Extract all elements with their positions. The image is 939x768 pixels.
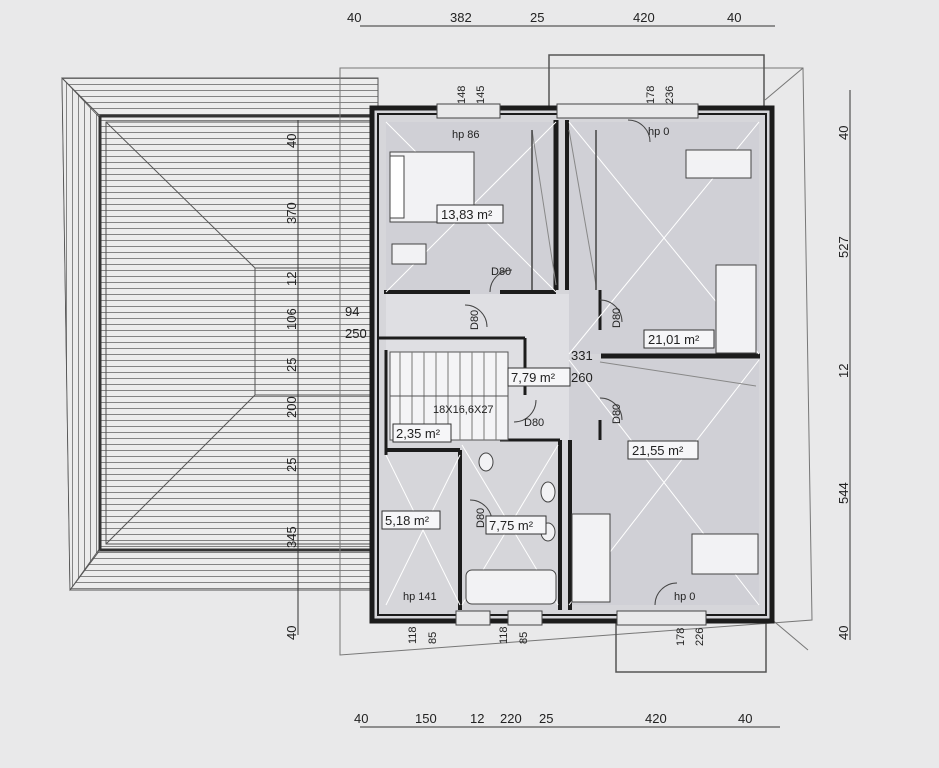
left-dim-3: 12 bbox=[284, 272, 299, 286]
top-dimensions: 40 382 25 420 40 bbox=[347, 10, 741, 25]
room-area: 7,75 m² bbox=[489, 518, 534, 533]
opening-label: hp 86 bbox=[452, 129, 480, 141]
door-label: D80 bbox=[475, 508, 487, 528]
left-dim-6: 200 bbox=[284, 396, 299, 418]
window-dim: 85 bbox=[427, 632, 439, 644]
door-swing bbox=[489, 269, 513, 293]
top-dim-4: 420 bbox=[633, 10, 655, 25]
left-dim-8: 345 bbox=[284, 526, 299, 548]
window-dim: 236 bbox=[664, 86, 676, 104]
left-dim-4: 106 bbox=[284, 308, 299, 330]
wardrobe bbox=[571, 513, 611, 603]
window-dim: 178 bbox=[645, 86, 657, 104]
roof-plan bbox=[61, 76, 379, 592]
right-dimensions: 40 527 12 544 40 bbox=[836, 126, 851, 640]
stair-spec: 18X16,6X27 bbox=[433, 404, 494, 416]
toilet-icon bbox=[478, 452, 494, 472]
desk bbox=[685, 149, 752, 179]
stair-width: 94 bbox=[345, 304, 359, 319]
window-dim: 226 bbox=[694, 628, 706, 646]
room-area: 2,35 m² bbox=[396, 426, 441, 441]
door-label: D80 bbox=[524, 417, 544, 429]
top-dim-5: 40 bbox=[727, 10, 741, 25]
window-dim: 148 bbox=[456, 86, 468, 104]
bathtub bbox=[465, 569, 557, 605]
left-dim-1: 40 bbox=[284, 134, 299, 148]
dimension-lines bbox=[297, 25, 851, 728]
door-swing bbox=[627, 119, 651, 143]
window-dim: 178 bbox=[675, 628, 687, 646]
top-dim-3: 25 bbox=[530, 10, 544, 25]
stair-run: 250 bbox=[345, 326, 367, 341]
left-dim-9: 40 bbox=[284, 626, 299, 640]
window-dim: 85 bbox=[518, 632, 530, 644]
door-label: D80 bbox=[611, 404, 623, 424]
right-dim-2: 527 bbox=[836, 236, 851, 258]
window-dim: 118 bbox=[407, 626, 419, 644]
room-area: 21,55 m² bbox=[632, 443, 684, 458]
left-dim-5: 25 bbox=[284, 358, 299, 372]
door-labels: D80 D80 D80 D80 D80 D80 bbox=[469, 266, 623, 528]
bottom-dim-4: 220 bbox=[500, 711, 522, 726]
sink-icon bbox=[540, 481, 556, 503]
bottom-dim-3: 12 bbox=[470, 711, 484, 726]
opening-label: hp 141 bbox=[403, 591, 437, 603]
window-dims-top: 148 145 178 236 bbox=[456, 86, 676, 104]
window-dim: 118 bbox=[498, 626, 510, 644]
bottom-dim-1: 40 bbox=[354, 711, 368, 726]
desk bbox=[691, 533, 759, 575]
bottom-dim-6: 420 bbox=[645, 711, 667, 726]
door-swing bbox=[599, 299, 623, 323]
room-area: 5,18 m² bbox=[385, 513, 430, 528]
bottom-dim-7: 40 bbox=[738, 711, 752, 726]
room-areas: 13,83 m² 21,01 m² 7,79 m² 2,35 m² 21,55 … bbox=[381, 204, 715, 535]
balcony-bottom bbox=[615, 619, 767, 673]
right-dim-4: 544 bbox=[836, 482, 851, 504]
building bbox=[369, 103, 775, 626]
bottom-dim-5: 25 bbox=[539, 711, 553, 726]
left-dim-2: 370 bbox=[284, 202, 299, 224]
room-area: 13,83 m² bbox=[441, 207, 493, 222]
top-dim-2: 382 bbox=[450, 10, 472, 25]
room-area: 21,01 m² bbox=[648, 332, 700, 347]
wardrobe bbox=[715, 264, 757, 354]
door-label: D80 bbox=[491, 266, 511, 278]
door-swing bbox=[513, 399, 537, 423]
door-swing bbox=[599, 397, 623, 421]
top-dim-1: 40 bbox=[347, 10, 361, 25]
right-dim-5: 40 bbox=[836, 626, 851, 640]
kitchenette bbox=[391, 243, 427, 265]
door-label: D80 bbox=[611, 308, 623, 328]
roof-outline bbox=[339, 67, 813, 656]
right-dim-3: 12 bbox=[836, 364, 851, 378]
door-swing bbox=[654, 582, 678, 606]
opening-label: hp 0 bbox=[674, 591, 695, 603]
door-swing bbox=[464, 304, 488, 328]
left-dim-7: 25 bbox=[284, 458, 299, 472]
bottom-dimensions: 40 150 12 220 25 420 40 bbox=[354, 711, 752, 726]
stair-331: 331 bbox=[571, 348, 593, 363]
stair-260: 260 bbox=[571, 370, 593, 385]
door-label: D80 bbox=[469, 310, 481, 330]
right-dim-1: 40 bbox=[836, 126, 851, 140]
opening-label: hp 0 bbox=[648, 126, 669, 138]
left-dimensions: 40 370 12 106 25 200 25 345 40 bbox=[284, 134, 299, 640]
room-area: 7,79 m² bbox=[511, 370, 556, 385]
bottom-dim-2: 150 bbox=[415, 711, 437, 726]
window-dims-bottom: 118 85 118 85 178 226 bbox=[407, 626, 706, 646]
window-dim: 145 bbox=[475, 86, 487, 104]
